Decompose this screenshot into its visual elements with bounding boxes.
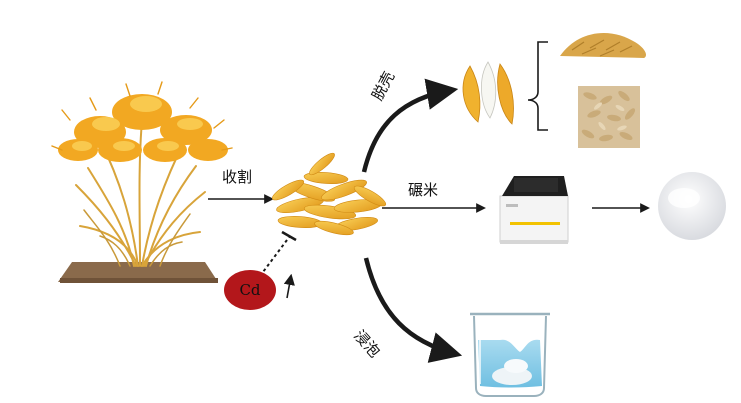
cadmium-label: Cd [239, 281, 261, 299]
paddy-grain-pile [271, 152, 387, 236]
soak-arrow [363, 257, 463, 363]
bracket [527, 41, 548, 131]
mill-label: 碾米 [408, 181, 439, 199]
cd-circle [224, 270, 276, 310]
rice-plant-illustration [51, 81, 233, 283]
dehulled-grain-illustration [462, 61, 514, 125]
rice-milling-machine [499, 176, 569, 244]
soil-patch [58, 262, 218, 282]
hull-arrow [361, 78, 459, 173]
cadmium-inhibition [224, 230, 297, 310]
rice-flour-illustration [658, 172, 726, 240]
beaker-illustration [470, 312, 550, 397]
harvest-label: 收割 [222, 168, 253, 186]
brown-rice-heap [560, 32, 646, 58]
brown-rice-closeup [578, 86, 640, 148]
up-arrow [283, 273, 295, 299]
